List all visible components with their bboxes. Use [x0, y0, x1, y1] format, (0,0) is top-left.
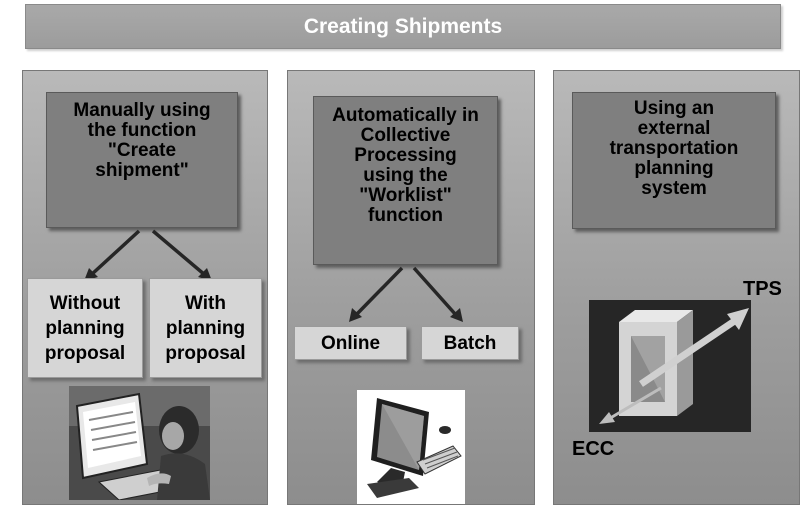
header-automatic: Automatically in Collective Processing u… — [313, 96, 498, 265]
tps-label: TPS — [743, 278, 782, 300]
ecc-label: ECC — [572, 438, 615, 460]
panel-external: Using an external transportation plannin… — [553, 70, 800, 505]
banner-title: Creating Shipments — [25, 4, 781, 49]
person-at-computer-photo — [69, 386, 210, 500]
option-with-planning-proposal: With planning proposal — [149, 278, 262, 378]
option-batch: Batch — [421, 326, 519, 360]
option-online: Online — [294, 326, 407, 360]
panel-automatic: Automatically in Collective Processing u… — [287, 70, 535, 505]
computer-keyboard-photo — [357, 390, 465, 504]
option-without-planning-proposal: Without planning proposal — [27, 278, 143, 378]
header-manual: Manually using the function "Create ship… — [46, 92, 238, 228]
panel-manual: Manually using the function "Create ship… — [22, 70, 268, 505]
interface-cube-graphic — [589, 300, 751, 432]
header-external: Using an external transportation plannin… — [572, 92, 776, 229]
